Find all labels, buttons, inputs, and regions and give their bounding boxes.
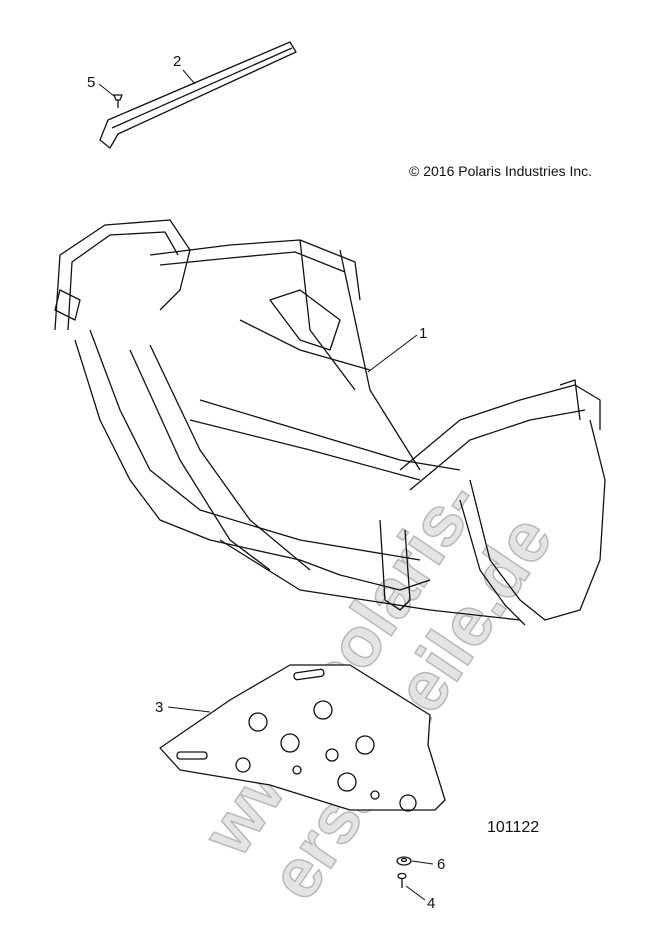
callout-3: 3: [155, 699, 211, 716]
svg-text:2: 2: [173, 53, 181, 70]
copyright-text: © 2016 Polaris Industries Inc.: [409, 163, 593, 179]
skid-plate: [159, 664, 446, 812]
frame-rail: [99, 41, 297, 149]
svg-text:4: 4: [427, 895, 435, 912]
svg-text:6: 6: [437, 856, 445, 873]
nut: [396, 856, 412, 866]
push-rivet: [113, 94, 123, 108]
callout-6: 6: [411, 856, 445, 873]
callout-4: 4: [405, 885, 435, 912]
callout-2: 2: [173, 53, 196, 85]
callout-5: 5: [87, 74, 115, 97]
figure-number: 101122: [487, 819, 540, 836]
svg-text:3: 3: [155, 699, 163, 716]
callout-1: 1: [367, 325, 427, 373]
svg-text:1: 1: [419, 325, 427, 342]
main-frame: [54, 219, 606, 626]
bolt: [397, 872, 407, 888]
svg-text:5: 5: [87, 74, 95, 91]
